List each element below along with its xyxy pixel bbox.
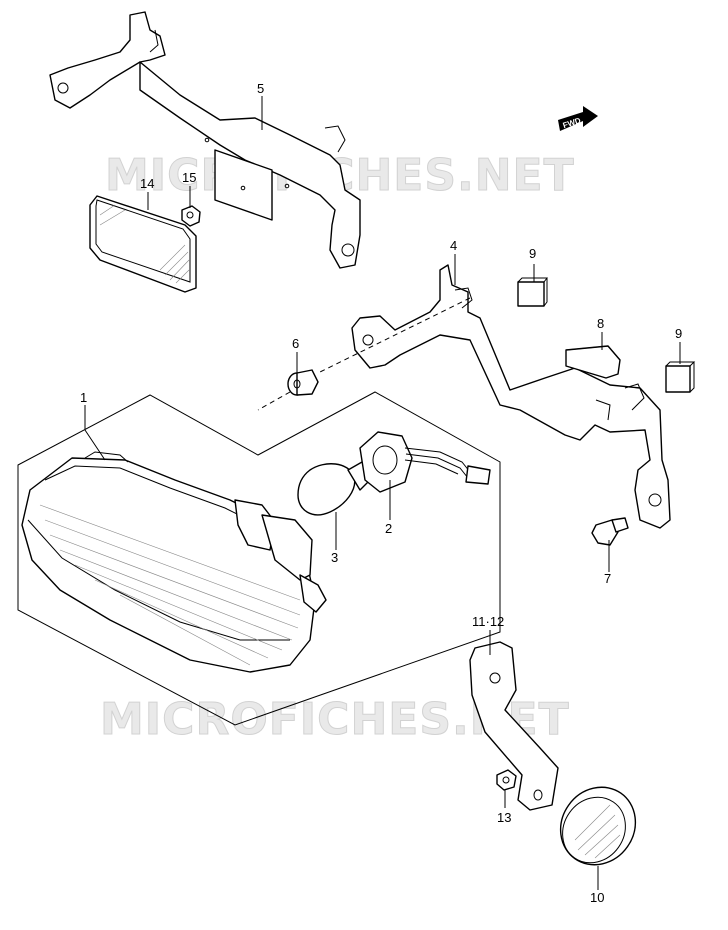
part-5-upper-bracket	[49, 11, 361, 269]
fwd-arrow-icon: FWD	[558, 106, 598, 131]
part-4-lower-bracket	[351, 264, 671, 529]
callout-10: 10	[590, 890, 604, 905]
mount-line-upper	[319, 297, 471, 373]
part-3-bulb	[297, 461, 373, 516]
callout-9-lower: 9	[675, 326, 682, 341]
part-10-round-reflector	[559, 786, 637, 866]
part-2-socket	[359, 431, 491, 493]
callout-13: 13	[497, 810, 511, 825]
callout-5: 5	[257, 81, 264, 96]
callout-9-upper: 9	[529, 246, 536, 261]
part-15-nut	[181, 205, 201, 227]
callout-2: 2	[385, 521, 392, 536]
part-11-12-bracket	[469, 641, 559, 811]
part-9-pad-lower	[665, 361, 696, 393]
callout-15: 15	[182, 170, 196, 185]
callout-4: 4	[450, 238, 457, 253]
assembly-frame	[17, 391, 501, 726]
part-6-grommet	[287, 369, 319, 396]
leader-lines	[84, 96, 681, 890]
callout-14: 14	[140, 176, 154, 191]
callout-7: 7	[604, 571, 611, 586]
part-13-nut	[496, 769, 517, 791]
part-8-cushion	[565, 345, 621, 379]
callout-8: 8	[597, 316, 604, 331]
part-1-tail-light	[21, 451, 327, 673]
callout-11-12: 11·12	[472, 614, 504, 629]
part-14-reflector	[89, 195, 197, 293]
part-9-pad-upper	[517, 277, 548, 307]
callout-6: 6	[292, 336, 299, 351]
mount-line-lower	[257, 391, 291, 411]
callout-3: 3	[331, 550, 338, 565]
callout-1: 1	[80, 390, 87, 405]
part-7-bolt	[591, 517, 629, 546]
